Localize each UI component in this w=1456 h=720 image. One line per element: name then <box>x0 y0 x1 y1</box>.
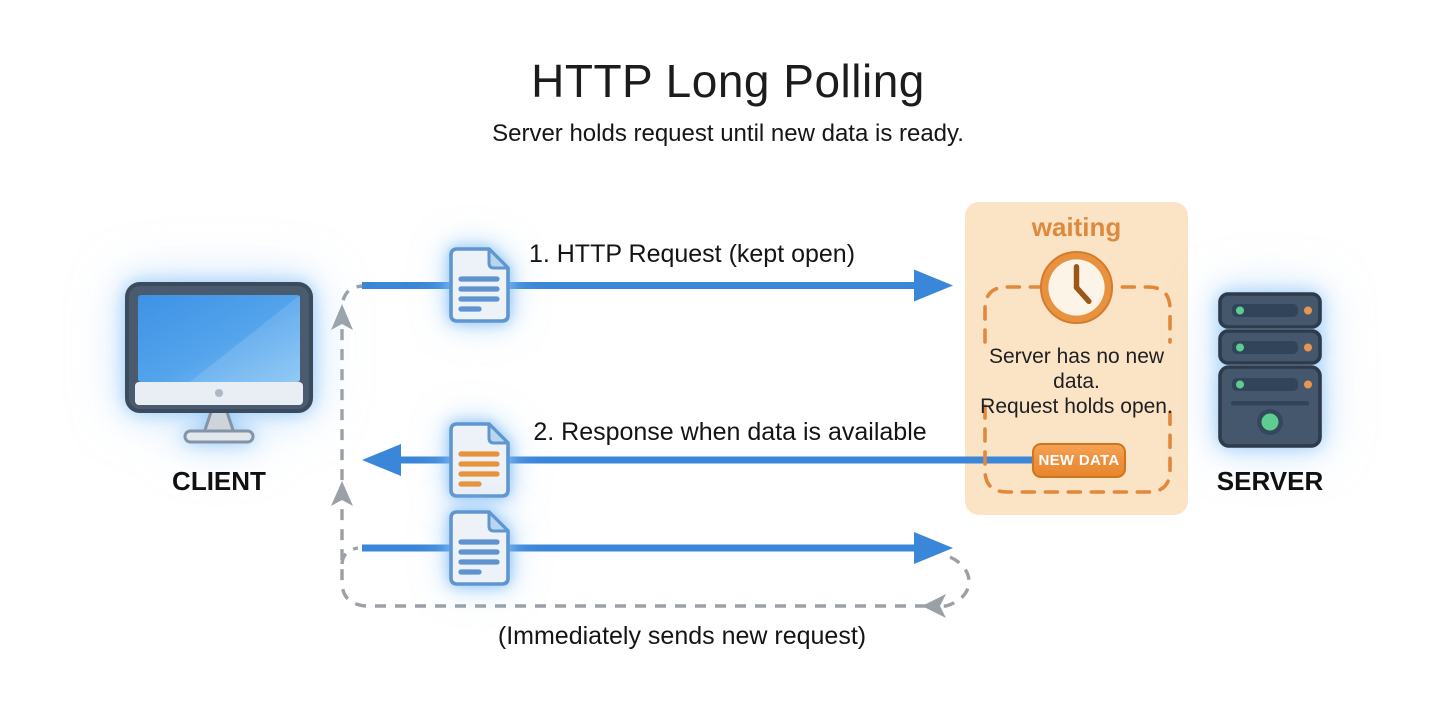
page-subtitle: Server holds request until new data is r… <box>492 120 964 147</box>
waiting-message-line2: Request holds open. <box>980 395 1173 418</box>
waiting-message: Server has no new data. Request holds op… <box>965 344 1188 419</box>
desktop-computer-icon <box>125 282 313 444</box>
server-rack-icon <box>1218 292 1322 448</box>
waiting-label: waiting <box>1031 212 1122 242</box>
new-request-document-icon <box>451 512 508 584</box>
request-arrow-label: 1. HTTP Request (kept open) <box>528 240 856 268</box>
loop-arrowhead-left <box>922 594 946 618</box>
server-label: SERVER <box>1216 466 1324 496</box>
status-led-green <box>1236 306 1244 389</box>
new-data-badge: NEW DATA <box>1032 443 1126 478</box>
loop-arrowhead-up-mid <box>331 481 353 506</box>
status-led-orange <box>1304 306 1312 389</box>
client-label: CLIENT <box>172 466 266 496</box>
clock-icon <box>1039 250 1114 325</box>
response-arrow-label: 2. Response when data is available <box>533 418 927 446</box>
loop-arrowhead-up-top <box>331 304 353 330</box>
loop-note-label: (Immediately sends new request) <box>497 622 867 650</box>
camera-dot-icon <box>215 389 223 397</box>
loop-dashed-path <box>331 284 971 618</box>
waiting-panel-content: waiting Server has no new data. Request … <box>965 202 1188 515</box>
page-title: HTTP Long Polling <box>531 55 925 107</box>
waiting-message-line1: Server has no new data. <box>988 345 1165 393</box>
